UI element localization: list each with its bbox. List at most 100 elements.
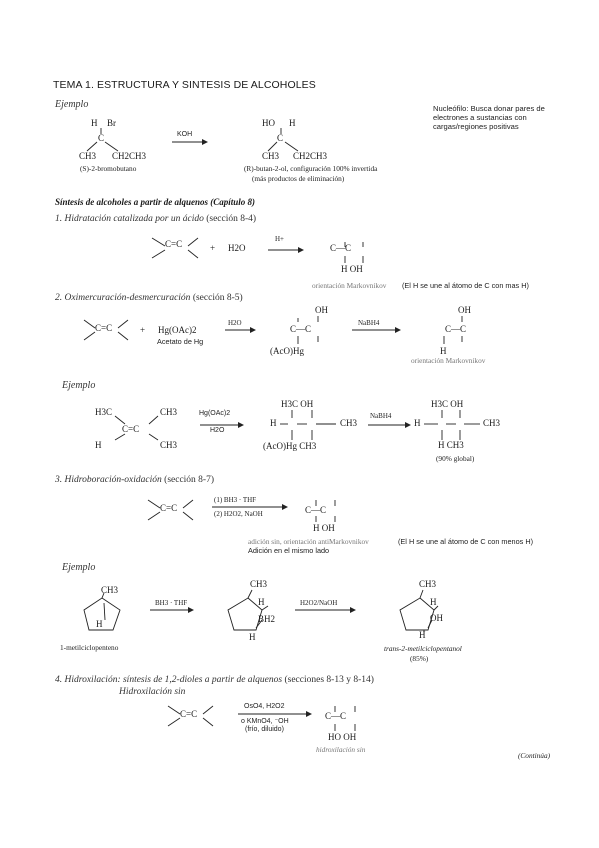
- bond: [114, 433, 126, 441]
- bond: [86, 141, 98, 152]
- s2ex-mid-h: H: [270, 418, 277, 428]
- s2ex-mid-top: H3C OH: [281, 399, 314, 409]
- bond: [101, 592, 105, 599]
- s1-ref: (sección 8-4): [206, 214, 257, 224]
- s4-product-bottom: HO OH: [328, 732, 357, 742]
- s2ex-ch3-top: CH3: [160, 407, 178, 417]
- nucleophile-note: Nucleófilo: Busca donar pares de electro…: [433, 104, 545, 131]
- bond: [83, 331, 96, 341]
- s1-plus: +: [210, 243, 216, 253]
- s2ex-nabh4: NaBH4: [370, 412, 392, 420]
- s2ex-ch3-bottom: CH3: [160, 440, 178, 450]
- s3-title: 3. Hidroboración-oxidación (sección 8-7): [55, 475, 214, 485]
- bond: [117, 331, 129, 341]
- s3ex-product-name: trans-2-metilciclopentanol: [384, 644, 462, 653]
- cyclopentanol-ring: [399, 597, 435, 631]
- arrowhead: [282, 504, 288, 510]
- bond: [187, 249, 199, 259]
- s1-title: 1. Hidratación catalizada por un ácido (…: [55, 214, 256, 224]
- s4-reagent2: o KMnO4, ⁻OH: [241, 718, 289, 725]
- s3-reagent1: (1) BH3 · THF: [214, 496, 257, 504]
- s2ex-mid-ch3: CH3: [340, 418, 358, 428]
- s3-alkene: C=C: [160, 503, 178, 513]
- s3ex-final-ch3: CH3: [419, 579, 437, 589]
- double-bond: [103, 602, 106, 621]
- ex1-c2: C: [277, 133, 284, 143]
- s2-alkene: C=C: [95, 323, 113, 333]
- bond: [182, 511, 194, 521]
- ex1-ch2ch3b: CH2CH3: [293, 151, 328, 161]
- s3-reagent2: (2) H2O2, NaOH: [214, 510, 263, 518]
- s3-caption: adición sin, orientación antiMarkovnikov: [248, 537, 369, 546]
- ex1-ch3: CH3: [79, 151, 97, 161]
- bond: [167, 717, 181, 727]
- s2ex-reagent1: Hg(OAc)2: [199, 410, 231, 417]
- ex1-br: Br: [107, 118, 116, 128]
- s3ex-mid-bh2: BH2: [258, 614, 276, 624]
- s4-reagent1: OsO4, H2O2: [244, 703, 285, 710]
- s4-title-text: 4. Hidroxilación: síntesis de 1,2-dioles…: [55, 675, 283, 685]
- s2-example-heading: Ejemplo: [62, 380, 96, 391]
- s2ex-reagent2: H2O: [210, 427, 225, 434]
- s2ex-h3c: H3C: [95, 407, 113, 417]
- bond: [247, 589, 253, 599]
- s3ex-final-oh: OH: [430, 613, 443, 623]
- bond: [202, 705, 214, 715]
- ex1-h: H: [91, 118, 98, 128]
- ex1-product-name: (R)-butan-2-ol, configuración 100% inver…: [244, 164, 378, 173]
- cyclopentene-ring: [83, 597, 121, 631]
- s2ex-h: H: [95, 440, 102, 450]
- note-line: Nucleófilo: Busca donar pares de: [433, 104, 545, 113]
- bond: [83, 319, 96, 329]
- arrowhead: [298, 247, 304, 253]
- bond: [187, 237, 199, 247]
- bond: [267, 141, 278, 152]
- ex1-ch2ch3: CH2CH3: [112, 151, 147, 161]
- example-heading: Ejemplo: [55, 99, 89, 110]
- s2ex-final-ch3: CH3: [483, 418, 501, 428]
- s3ex-reactant-name: 1-metilciclopenteno: [60, 643, 119, 652]
- section-title: Síntesis de alcoholes a partir de alquen…: [55, 197, 256, 207]
- s2-final-oh: OH: [458, 305, 471, 315]
- s4-subtitle: Hidroxilación sin: [119, 687, 186, 697]
- bond: [114, 415, 126, 425]
- s3ex-h: H: [96, 619, 103, 629]
- bond: [148, 433, 159, 441]
- bond: [419, 589, 424, 599]
- bond: [182, 499, 194, 509]
- bond: [117, 319, 129, 329]
- ex1-ho: HO: [262, 118, 275, 128]
- bond: [151, 237, 166, 247]
- s2ex-final-bottom: H CH3: [438, 440, 464, 450]
- ex1-reactant-name: (S)-2-bromobutano: [80, 164, 137, 173]
- s4-alkene: C=C: [180, 709, 198, 719]
- s3ex-mid-h: H: [258, 597, 265, 607]
- s3ex-final-h: H: [430, 597, 437, 607]
- s3-ref: (sección 8-7): [164, 475, 215, 485]
- s2-mid-c: C—C: [290, 324, 312, 334]
- bond: [147, 499, 161, 509]
- s2-final-c: C—C: [445, 324, 467, 334]
- arrowhead: [395, 327, 401, 333]
- ex1-c: C: [98, 133, 105, 143]
- s3-caption2: Adición en el mismo lado: [248, 546, 330, 555]
- s2-title: 2. Oximercuración-desmercuración (secció…: [55, 293, 243, 303]
- bond: [151, 249, 166, 259]
- arrowhead: [202, 139, 208, 145]
- ex1-ch3b: CH3: [262, 151, 280, 161]
- bond: [104, 141, 119, 152]
- arrowhead: [350, 607, 356, 613]
- s1-water: H2O: [228, 243, 246, 253]
- s2-orient: orientación Markovnikov: [411, 356, 486, 365]
- s1-orient-note: (El H se une al átomo de C con mas H): [402, 281, 529, 290]
- s2-acohg: (AcO)Hg: [270, 346, 304, 356]
- s3ex-reagent2: H2O2/NaOH: [300, 599, 338, 607]
- s2-title-text: 2. Oximercuración-desmercuración: [55, 293, 191, 303]
- s4-ref: (secciones 8-13 y 8-14): [284, 675, 374, 685]
- s2-step2: NaBH4: [358, 319, 380, 327]
- s1-alkene: C=C: [165, 239, 183, 249]
- bond: [167, 705, 181, 715]
- s1-product-bottom: H OH: [341, 264, 363, 274]
- arrowhead: [250, 327, 256, 333]
